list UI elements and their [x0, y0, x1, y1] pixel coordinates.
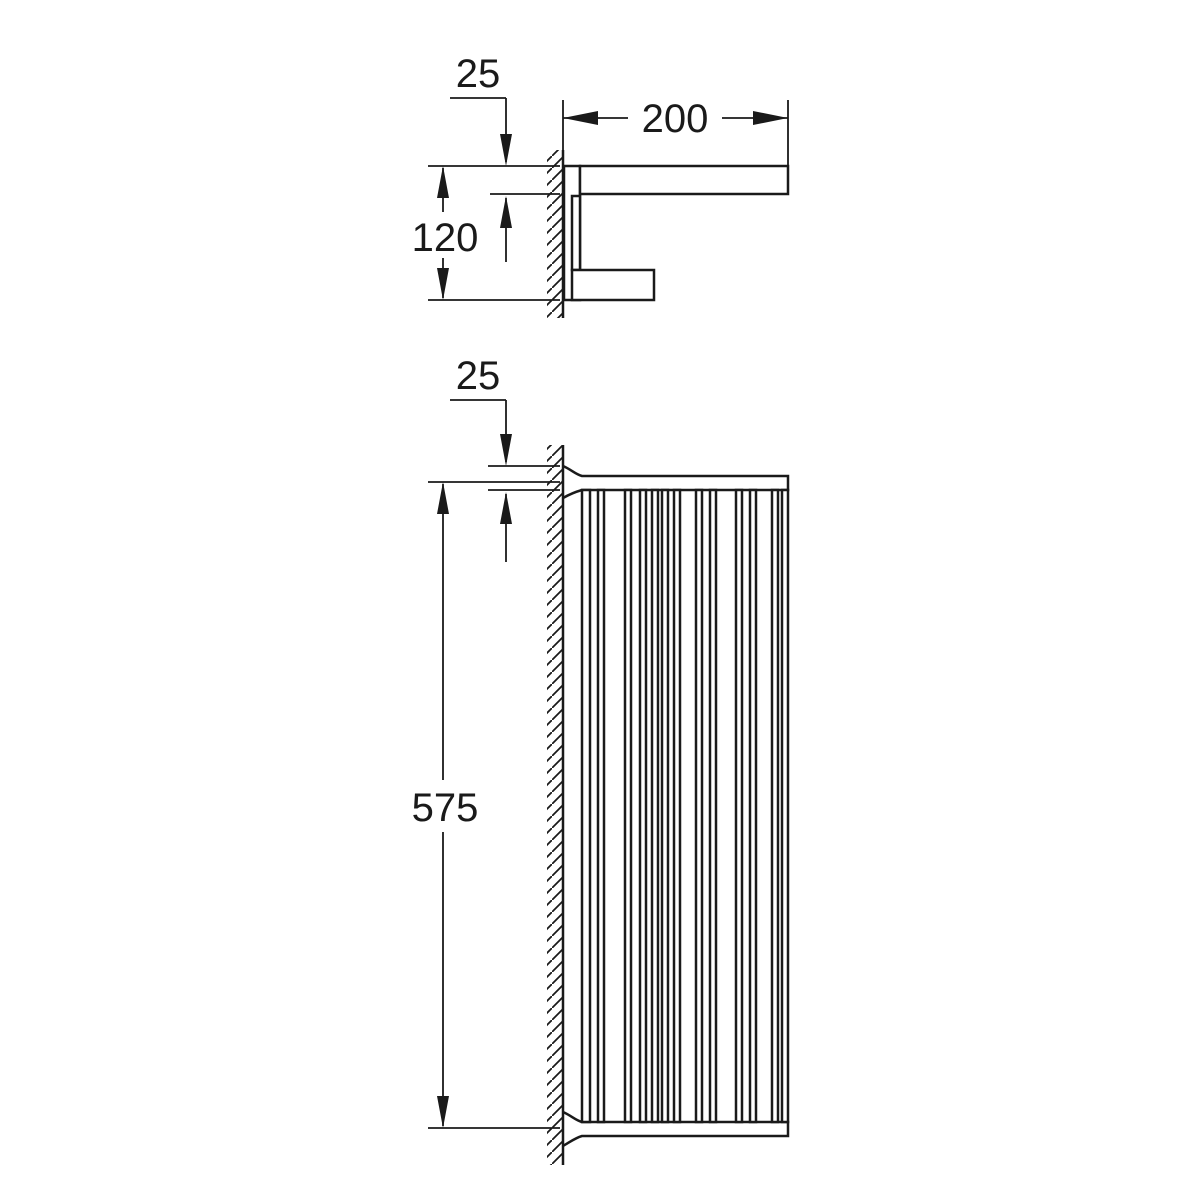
rack-bar	[650, 488, 660, 1124]
rack-bar	[708, 488, 718, 1124]
rack-bar	[770, 488, 780, 1124]
side-depth-label: 200	[642, 97, 709, 141]
rack-bar	[623, 488, 633, 1124]
side-height-label: 120	[412, 216, 479, 260]
front-top-bracket	[562, 464, 790, 500]
rack-bar	[734, 488, 744, 1124]
dim-575: 575	[412, 481, 560, 1129]
rack-bar	[638, 488, 648, 1124]
rack-bar	[672, 488, 682, 1124]
dim-200: 200	[562, 97, 789, 166]
front-bottom-bracket	[562, 1110, 790, 1148]
side-wall-hatching	[547, 150, 563, 318]
side-upper-arm	[578, 164, 790, 196]
front-view: 25 575	[412, 354, 790, 1165]
rack-bar	[596, 488, 606, 1124]
dim-25-side: 25	[450, 52, 560, 262]
side-view: 200 25 120	[412, 52, 790, 318]
front-offset-label: 25	[456, 354, 501, 398]
rack-bar	[694, 488, 704, 1124]
front-rack-bars	[580, 488, 790, 1124]
rack-bar	[748, 488, 758, 1124]
rack-bar	[780, 488, 790, 1124]
dim-120: 120	[412, 165, 560, 301]
front-wall-hatching	[547, 445, 563, 1165]
side-offset-label: 25	[456, 52, 501, 96]
rack-bar	[660, 488, 670, 1124]
side-vertical-support	[570, 194, 582, 272]
side-lower-rail	[570, 268, 656, 302]
dim-25-front: 25	[450, 354, 560, 562]
front-length-label: 575	[412, 786, 479, 830]
rack-bar	[580, 488, 592, 1124]
